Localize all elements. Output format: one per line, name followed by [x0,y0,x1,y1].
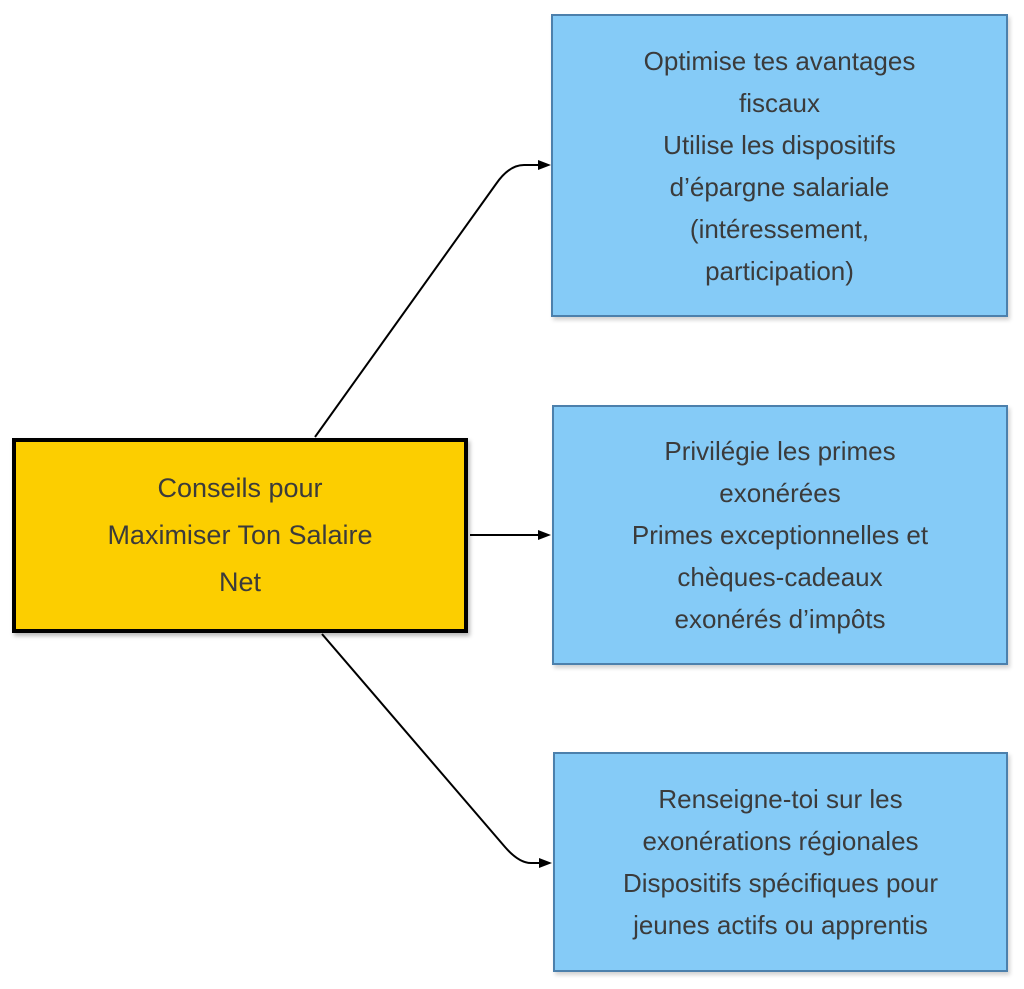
arrow-center-to-node-3 [321,633,552,868]
center-node-conseils-salaire-net: Conseils pour Maximiser Ton Salaire Net [12,438,468,633]
arrow-center-to-node-1 [314,160,551,438]
node-label: Optimise tes avantages fiscaux Utilise l… [643,45,916,286]
node-privilegie-primes-exonerees: Privilégie les primes exonérées Primes e… [552,405,1008,665]
node-label: Privilégie les primes exonérées Primes e… [631,436,929,634]
node-optimise-avantages-fiscaux: Optimise tes avantages fiscaux Utilise l… [551,14,1008,317]
node-label: Renseigne-toi sur les exonérations régio… [622,784,939,940]
node-exonerations-regionales: Renseigne-toi sur les exonérations régio… [553,752,1008,972]
center-node-label: Conseils pour Maximiser Ton Salaire Net [107,473,373,597]
